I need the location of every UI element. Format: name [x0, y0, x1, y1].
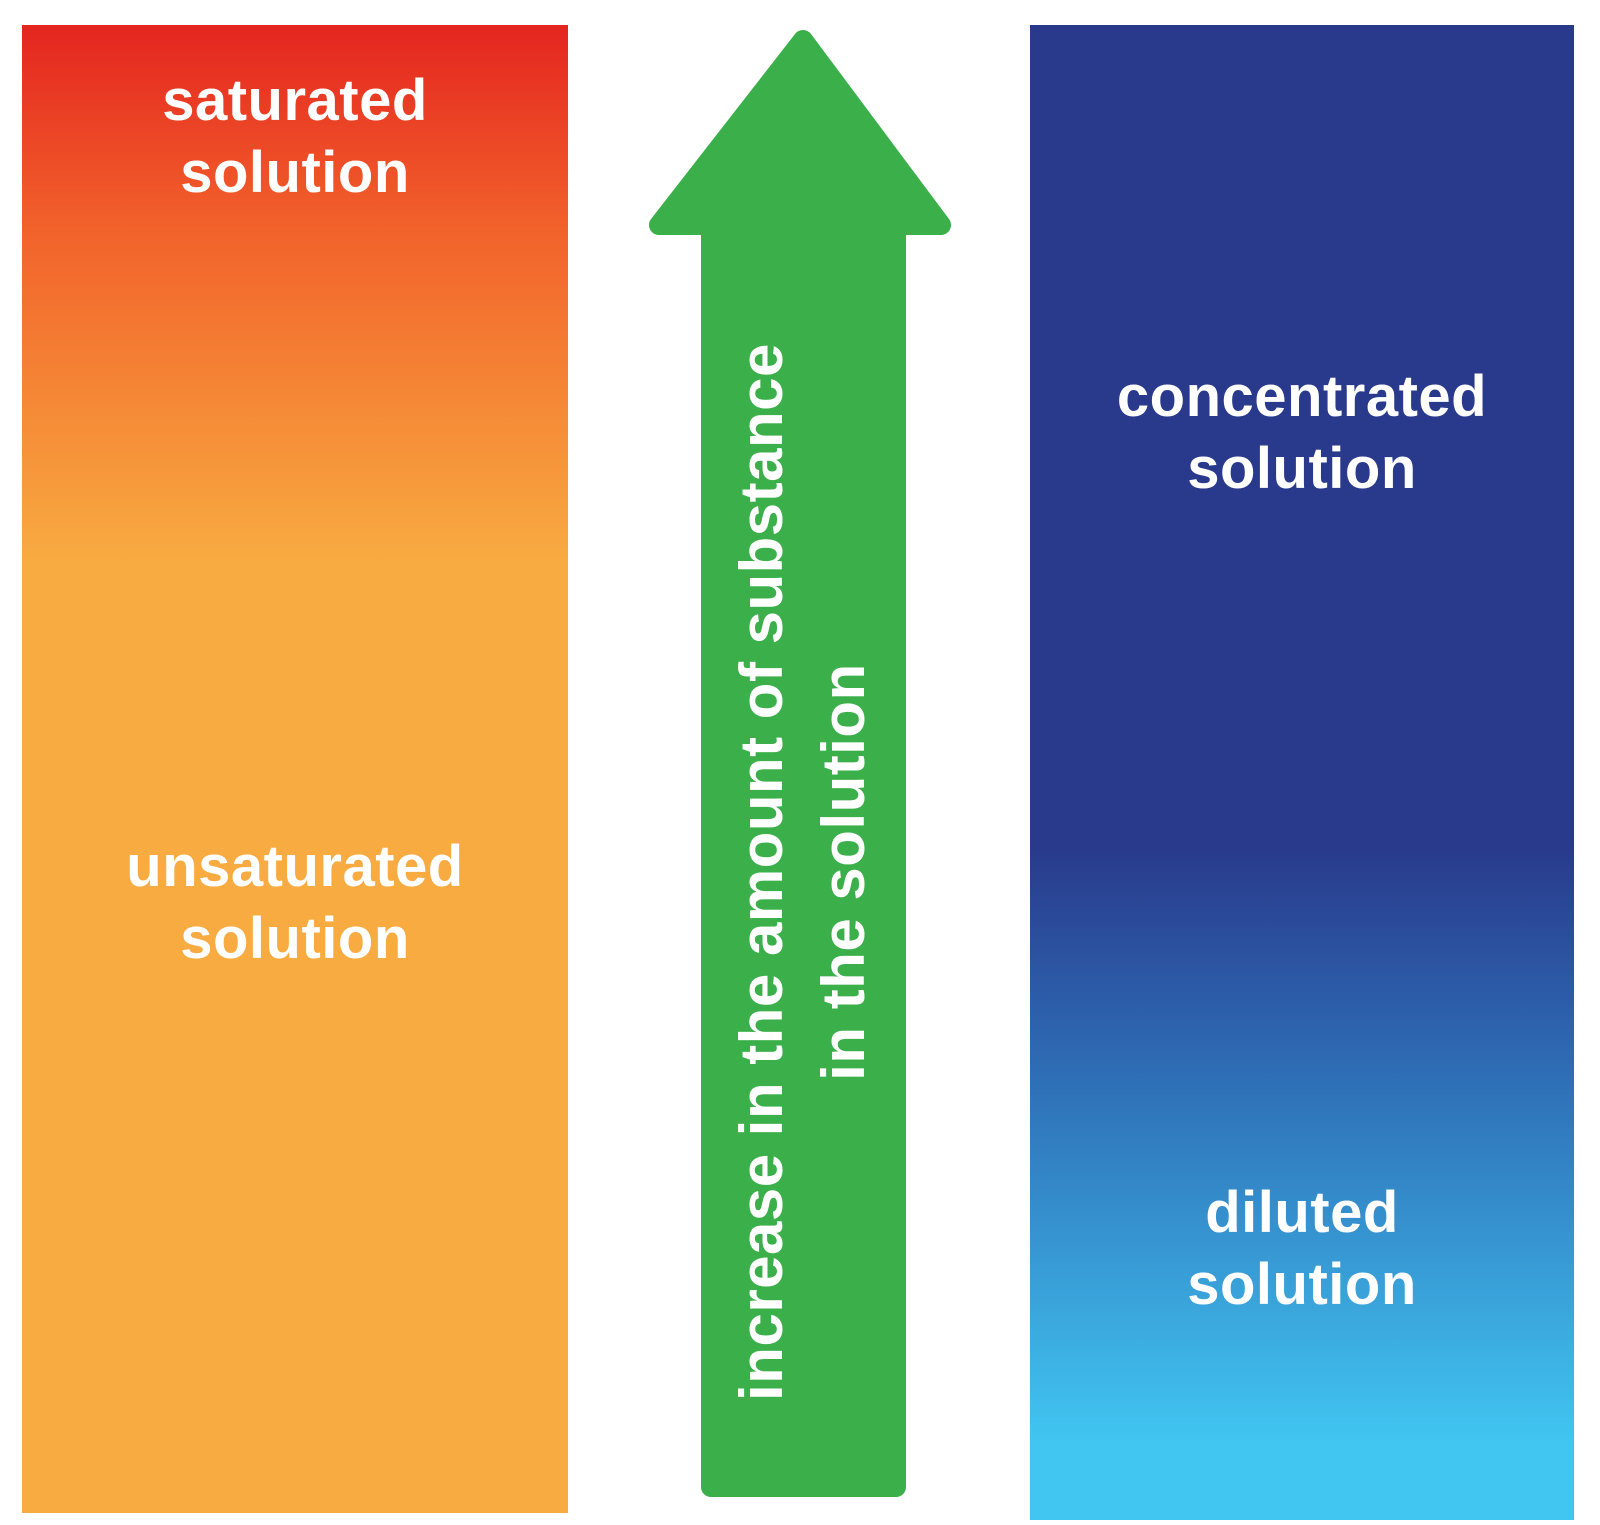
saturated-solution-label: saturated solution [22, 65, 568, 209]
concentrated-label-line1: concentrated [1116, 364, 1488, 429]
diluted-solution-label: diluted solution [1030, 1177, 1574, 1321]
arrow-caption: increase in the amount of substance in t… [713, 252, 893, 1492]
up-arrow-shape [649, 30, 951, 1497]
diluted-label-line2: solution [1187, 1252, 1417, 1317]
saturated-label-line1: saturated [162, 68, 428, 133]
unsaturated-label-line1: unsaturated [126, 834, 464, 899]
saturation-column: saturated solution unsaturated solution [22, 25, 568, 1513]
concentrated-label-line2: solution [1187, 436, 1417, 501]
arrow-caption-line2: in the solution [810, 663, 877, 1081]
unsaturated-label-line2: solution [180, 906, 410, 971]
saturated-label-line2: solution [180, 140, 410, 205]
diluted-label-line1: diluted [1205, 1180, 1399, 1245]
concentration-column: concentrated solution diluted solution [1030, 25, 1574, 1520]
arrow-caption-line1: increase in the amount of substance [728, 343, 795, 1401]
unsaturated-solution-label: unsaturated solution [22, 831, 568, 975]
concentrated-solution-label: concentrated solution [1030, 361, 1574, 505]
